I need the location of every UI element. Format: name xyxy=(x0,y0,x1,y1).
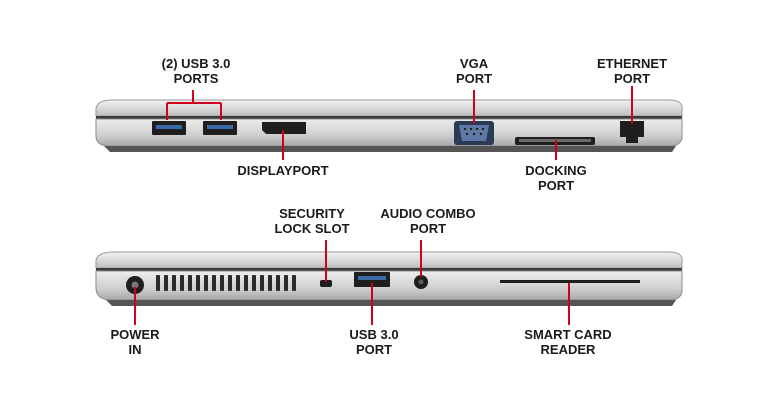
security-lock-slot xyxy=(320,280,332,287)
laptop-right-side xyxy=(95,251,683,306)
label-security-lock-slot: SECURITY LOCK SLOT xyxy=(274,206,350,236)
label-usb-ports: (2) USB 3.0 PORTS xyxy=(161,56,231,86)
label-smart-card-reader: SMART CARD READER xyxy=(524,327,612,357)
laptop-base-bottom-edge xyxy=(104,146,676,152)
label-power-in: POWER IN xyxy=(110,327,160,357)
label-usb-port: USB 3.0 PORT xyxy=(349,327,399,357)
label-docking-port: DOCKING PORT xyxy=(525,163,587,193)
label-vga-port: VGA PORT xyxy=(455,56,493,86)
smart-card-slot xyxy=(500,280,640,283)
label-ethernet-port: ETHERNET PORT xyxy=(596,56,668,86)
laptop-left-side xyxy=(95,99,683,152)
laptop-lid xyxy=(95,99,683,117)
displayport-connector xyxy=(262,122,306,134)
laptop-hinge-gap xyxy=(96,116,682,119)
label-audio-combo-port: AUDIO COMBO PORT xyxy=(380,206,476,236)
top-callouts xyxy=(166,86,633,160)
ethernet-connector xyxy=(620,121,644,137)
label-displayport: DISPLAYPORT xyxy=(237,163,329,178)
callout-usb-ports xyxy=(166,90,222,120)
laptop-lid-2 xyxy=(95,251,683,269)
bottom-callouts xyxy=(134,240,570,325)
vent-grille xyxy=(156,275,296,291)
